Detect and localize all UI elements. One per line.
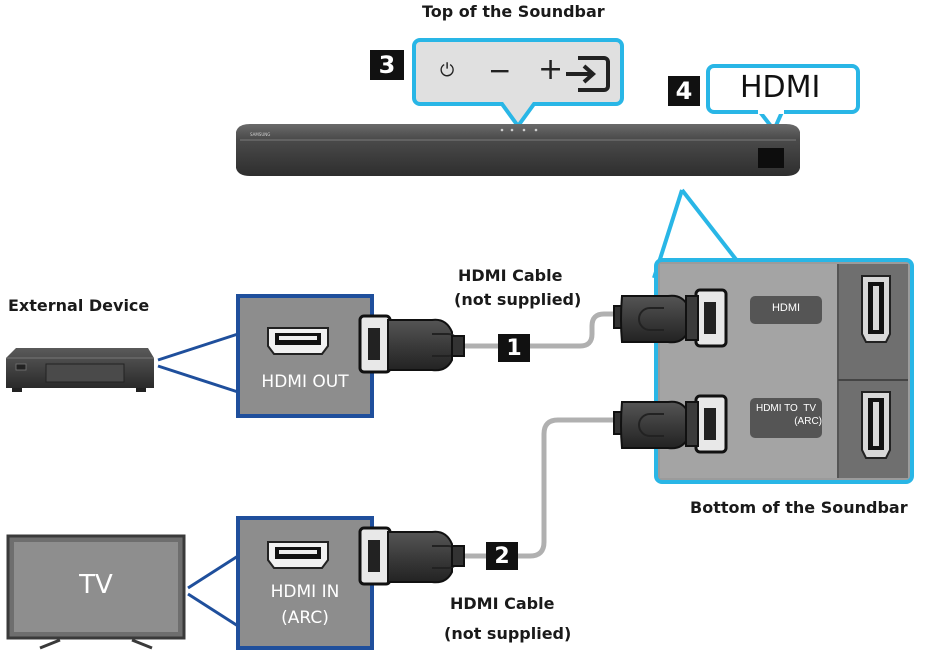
arc-label-plate (750, 398, 822, 438)
cable-1-label-line1: HDMI Cable (458, 266, 563, 285)
volume-down-icon: − (488, 54, 512, 87)
tv-label: TV (79, 570, 113, 600)
hdmi-plug-2-tv-end (358, 526, 465, 586)
volume-up-icon: + (538, 52, 564, 87)
hdmi-out-port-callout (236, 294, 374, 418)
hdmi-in-arc-port-callout (236, 516, 374, 650)
external-device-label: External Device (8, 296, 150, 315)
cable-1-line (463, 311, 619, 349)
hdmi-out-label: HDMI OUT (261, 372, 349, 392)
bottom-arc-port-label-line2: (ARC) (794, 416, 822, 427)
soundbar-button-dots (500, 128, 538, 132)
step-3-badge: 3 (370, 50, 404, 80)
cable-2-label-line2: (not supplied) (444, 624, 572, 643)
top-of-soundbar-label: Top of the Soundbar (422, 2, 605, 21)
bottom-of-soundbar-label: Bottom of the Soundbar (690, 498, 908, 517)
soundbar: SAMSUNG (236, 124, 800, 176)
hdmi-plug-1-device-end (358, 314, 465, 374)
step-2-badge: 2 (486, 542, 518, 570)
hdmi-plug-1-soundbar-end (613, 288, 728, 348)
top-controls-panel (412, 38, 624, 130)
external-device-box (6, 332, 239, 394)
hdmi-port-callout (706, 64, 860, 132)
bottom-arc-port-label-line1: HDMI TO TV (755, 403, 816, 414)
cable-1-label-line2: (not supplied) (454, 290, 582, 309)
cable-2-label-line1: HDMI Cable (450, 594, 555, 613)
hdmi-callout-label: HDMI (740, 70, 821, 105)
hdmi-in-label-line2: (ARC) (281, 608, 329, 628)
hdmi-plug-2-soundbar-end (613, 394, 728, 454)
hdmi-in-label-line1: HDMI IN (270, 582, 340, 602)
cable-2-line (463, 417, 619, 559)
tv-screen (6, 534, 239, 650)
power-icon: ⏻ (440, 60, 455, 81)
soundbar-hdmi-arc-port (861, 391, 891, 459)
step-1-badge: 1 (498, 334, 530, 362)
hdmi-label-plate (750, 296, 822, 324)
soundbar-hdmi-port (758, 148, 784, 168)
top-controls-callout (412, 38, 624, 130)
soundbar-hdmi-in-port (861, 275, 891, 343)
input-source-icon (566, 56, 610, 92)
bottom-hdmi-port-label: HDMI (771, 302, 801, 314)
svg-text:SAMSUNG: SAMSUNG (250, 132, 270, 137)
step-4-badge: 4 (668, 76, 700, 106)
